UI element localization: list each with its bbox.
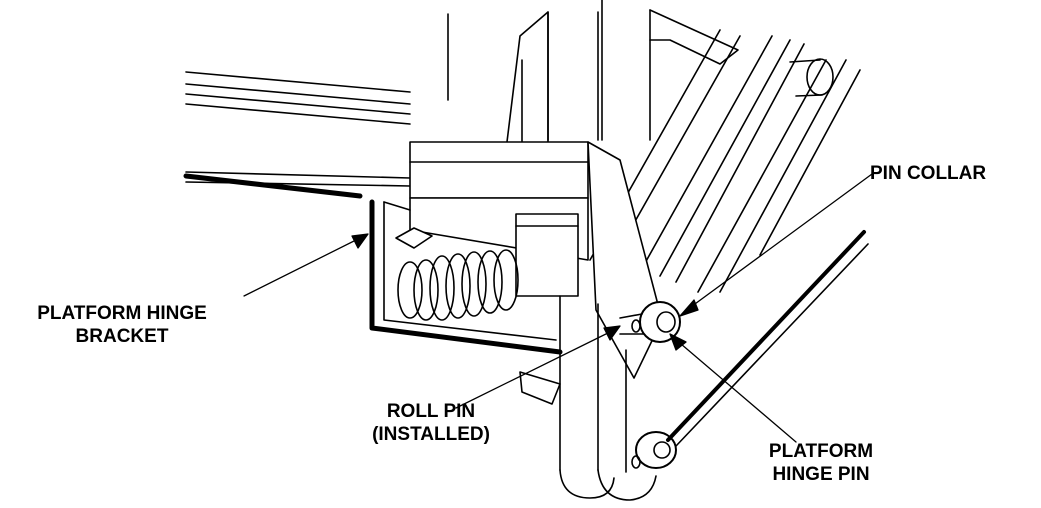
lower-hinge-pin-shape [631, 431, 677, 469]
diagonal-tubes [589, 29, 861, 293]
roll-pin-label-line2: (INSTALLED) [372, 424, 490, 445]
platform-hinge-bracket-shape [369, 199, 563, 355]
platform-hinge-pin-label: PLATFORM HINGE PIN [736, 440, 906, 486]
leader-lines [243, 173, 873, 443]
frame-rails [183, 71, 411, 199]
platform-hinge-pin-label-line2: HINGE PIN [772, 464, 870, 485]
torsion-spring [395, 227, 519, 321]
roll-pin-label: ROLL PIN (INSTALLED) [356, 400, 506, 446]
upper-frame [601, 0, 739, 141]
platform-hinge-pin-shape [619, 301, 681, 343]
platform-hinge-pin-label-line1: PLATFORM [768, 441, 874, 462]
platform-edge [666, 230, 869, 447]
roll-pin-label-line1: ROLL PIN [386, 401, 476, 422]
pin-collar-label: PIN COLLAR [870, 162, 986, 185]
vertical-post [447, 11, 599, 151]
platform-hinge-bracket-label-line1: PLATFORM HINGE [37, 303, 207, 324]
platform-hinge-bracket-label: PLATFORM HINGE BRACKET [4, 302, 240, 348]
pin-collar-label-line1: PIN COLLAR [870, 163, 987, 184]
hinge-arm [519, 295, 657, 501]
platform-hinge-bracket-label-line2: BRACKET [75, 326, 169, 347]
